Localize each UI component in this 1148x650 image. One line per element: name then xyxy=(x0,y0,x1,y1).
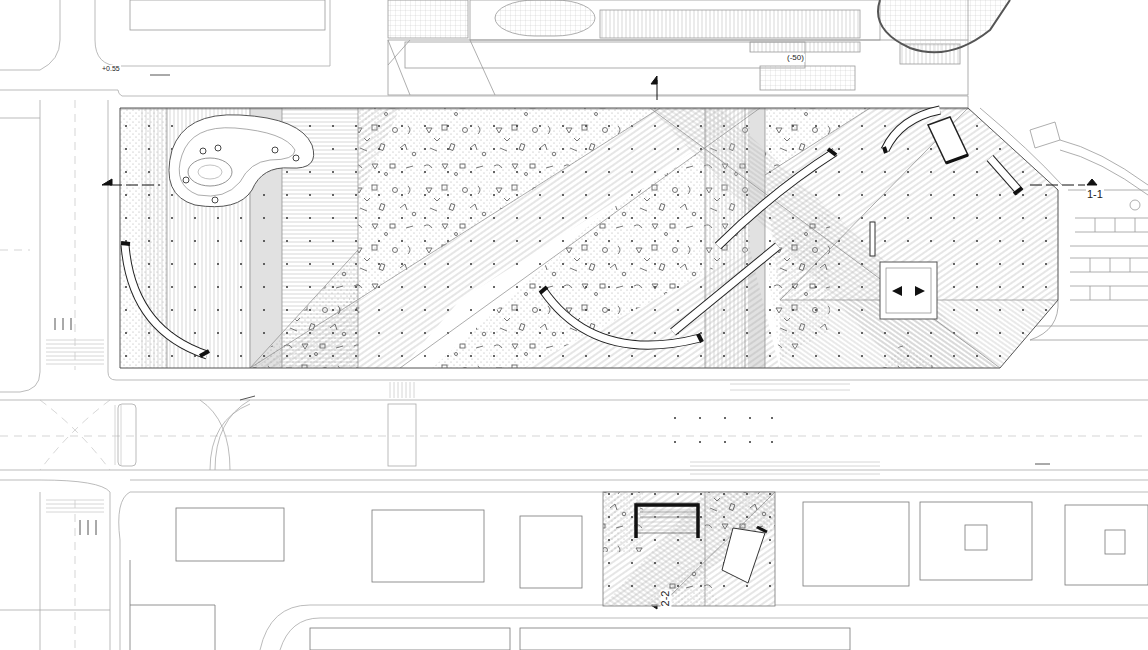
curved-benches xyxy=(121,110,1022,356)
section-marks xyxy=(102,76,1097,609)
kiosk xyxy=(928,117,968,163)
skylight-square xyxy=(880,262,937,319)
plaza-outline xyxy=(120,108,1058,368)
section-label: 2-2 xyxy=(660,589,671,607)
road-median xyxy=(118,404,416,470)
south-stair-pavilion xyxy=(636,503,698,538)
landscape-mound xyxy=(169,115,314,207)
elevation-label: +0.55 xyxy=(101,65,121,72)
lane-markings xyxy=(0,100,1148,650)
north-buildings xyxy=(130,0,1010,108)
south-plaza xyxy=(603,492,775,606)
section-label: 1-1 xyxy=(1086,189,1104,200)
south-bench xyxy=(722,527,767,583)
signpost xyxy=(870,222,875,256)
south-plaza-outline xyxy=(603,492,775,606)
elevation-label: (-50) xyxy=(786,54,805,62)
median-dots xyxy=(674,417,773,443)
main-plaza xyxy=(120,102,1060,370)
